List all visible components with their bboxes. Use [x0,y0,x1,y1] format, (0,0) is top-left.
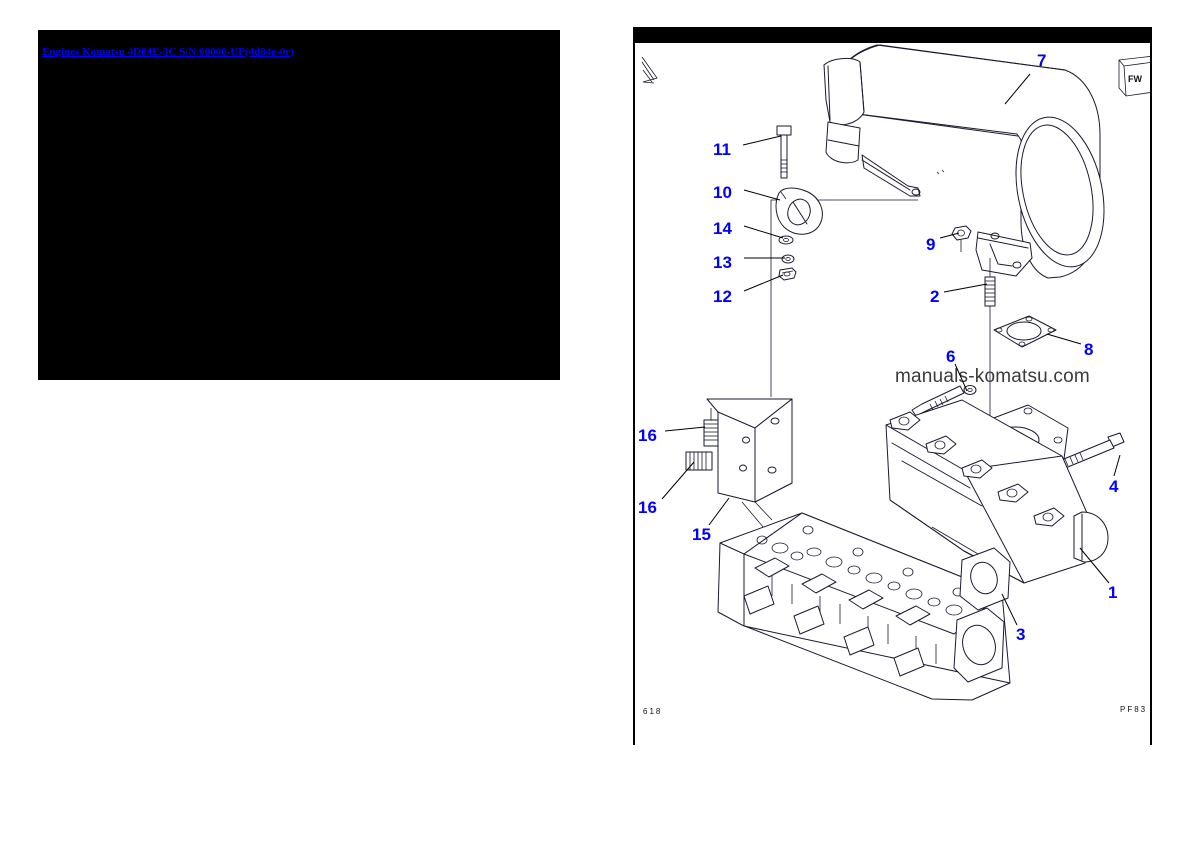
callout-11[interactable]: 11 [713,140,731,159]
leader-16a [664,426,706,432]
callout-16-lower[interactable]: 16 [638,498,657,517]
callout-16-upper[interactable]: 16 [638,426,657,445]
footer-right-code: PF83 [1120,705,1147,714]
callout-4[interactable]: 4 [1109,477,1119,496]
parts-diagram-panel: FW [633,27,1152,745]
nut-part-12 [778,267,797,281]
gasket-part-8 [993,315,1057,348]
leader-1 [1079,547,1110,584]
document-title-link[interactable]: Engines Komatsu 4D84E-3C S/N 00000-UP(4d… [42,46,294,58]
callout-13[interactable]: 13 [713,253,732,272]
callout-3[interactable]: 3 [1016,625,1025,644]
leader-7 [1004,73,1031,105]
callout-1[interactable]: 1 [1108,583,1117,602]
cylinder-head-part [717,512,1011,701]
leader-11 [742,135,782,146]
callout-12[interactable]: 12 [713,287,732,306]
footer-left-code: 618 [643,707,662,716]
leader-12 [743,274,784,292]
watermark-text: manuals-komatsu.com [895,366,1090,387]
leader-6 [954,363,968,392]
leader-2 [943,283,988,293]
callout-7[interactable]: 7 [1037,51,1046,70]
leader-10 [743,189,781,201]
callout-2[interactable]: 2 [930,287,939,306]
stud-part-16-upper [703,408,719,447]
leader-8 [1046,333,1082,345]
callout-6[interactable]: 6 [946,347,955,366]
leader-15 [708,497,730,526]
callout-14[interactable]: 14 [713,219,732,238]
leader-4 [1113,454,1121,477]
washer-part-13 [781,254,795,264]
callout-15[interactable]: 15 [692,525,711,544]
nut-part-9 [951,225,972,252]
diagram-canvas: FW [635,27,1150,745]
document-viewer-panel: Engines Komatsu 4D84E-3C S/N 00000-UP(4d… [38,30,560,380]
callout-9[interactable]: 9 [926,235,935,254]
leader-3 [1001,593,1018,626]
clamp-part-10 [775,187,823,235]
leader-16b [661,461,695,500]
leader-9 [939,232,960,239]
leader-14 [743,225,784,239]
stud-part-16-lower [685,451,713,471]
bolt-part-11 [776,125,792,179]
muffler-silencer-part [823,44,1105,279]
orientation-arrow-top-left [641,56,658,84]
fw-orientation-marker: FW [1118,56,1150,97]
callout-8[interactable]: 8 [1084,340,1093,359]
intake-manifold-part [885,399,1109,584]
bolt-part-4 [1058,432,1125,470]
callout-group: 7 11 10 14 13 12 9 2 8 6 4 16 16 15 1 3 [638,51,1121,644]
diagram-header-bar [635,27,1150,43]
callout-10[interactable]: 10 [713,183,732,202]
fw-label: FW [1128,74,1142,84]
hanger-bracket-part [706,199,918,529]
